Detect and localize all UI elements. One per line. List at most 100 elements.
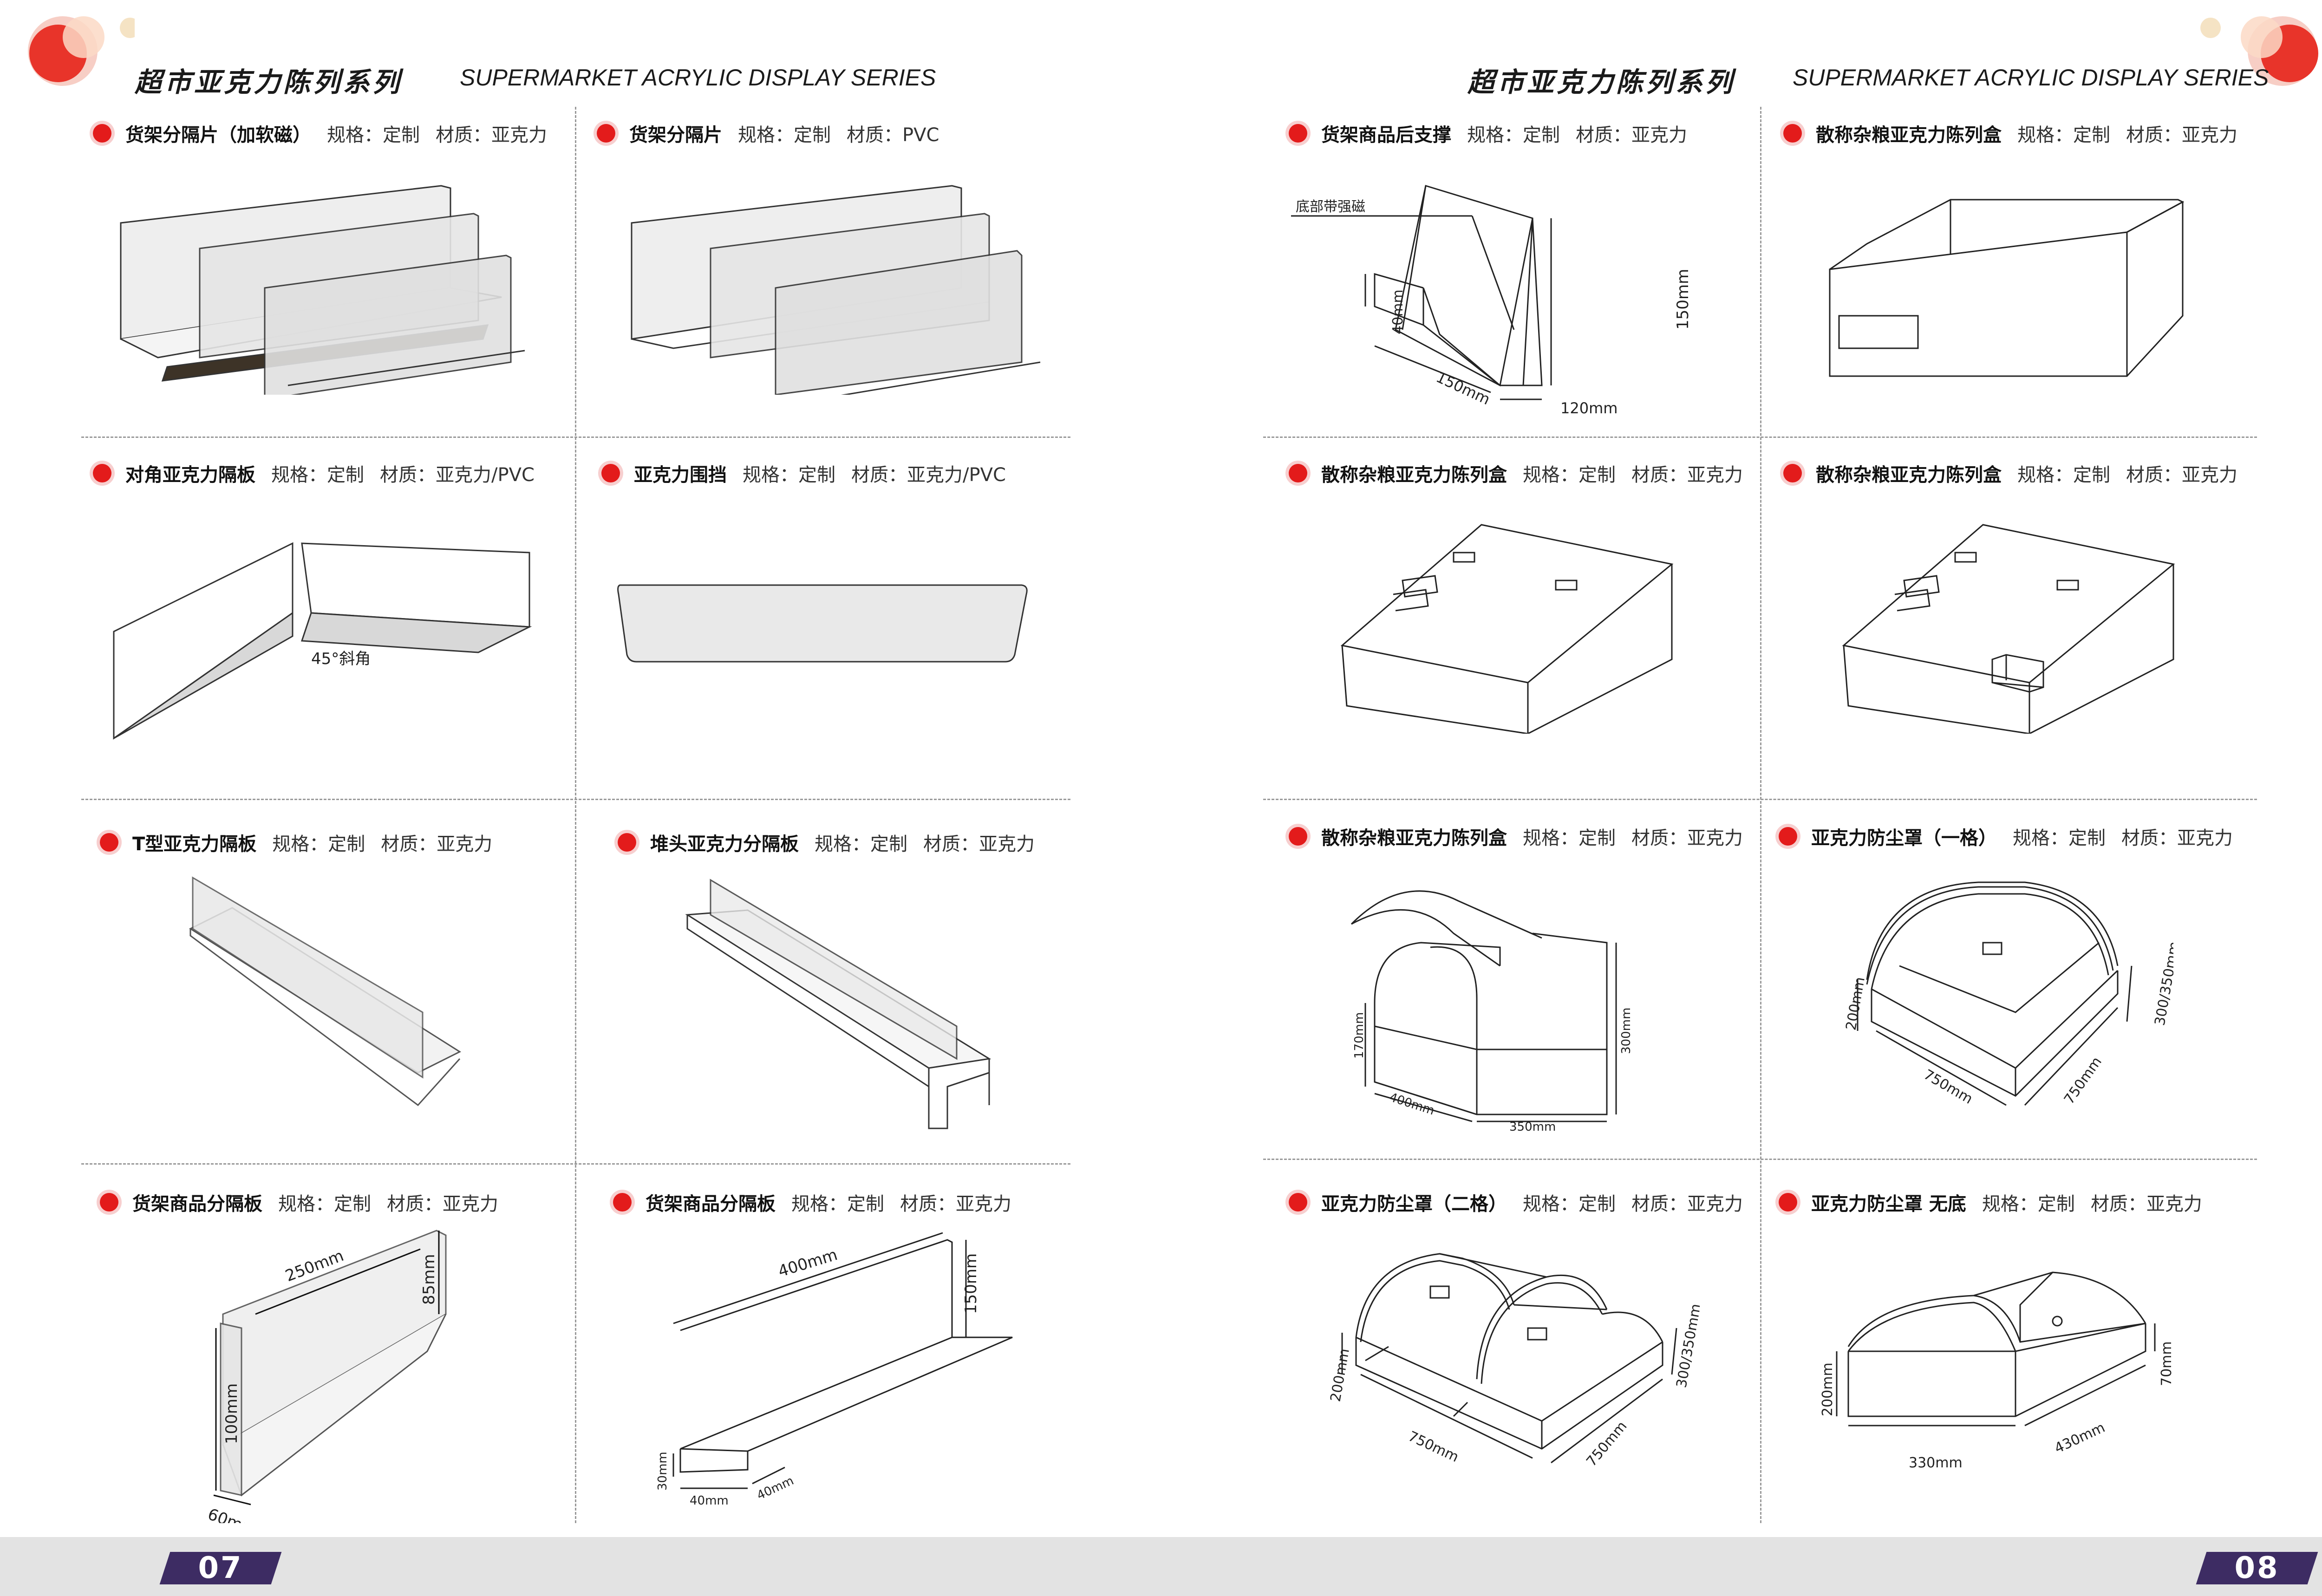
magnet-note-label: 底部带强磁: [1296, 199, 1365, 215]
dim-200-label: 200mm: [1820, 1362, 1836, 1416]
product-name: 对角亚克力隔板: [125, 464, 255, 486]
page-number-left: 07: [159, 1551, 282, 1585]
product-caption: 散称杂粮亚克力陈列盒规格：定制材质：亚克力: [1783, 120, 2237, 147]
product-caption: 货架分隔片规格：定制材质：PVC: [597, 120, 939, 147]
bullet-icon: [618, 833, 636, 852]
page-number-right-text: 08: [2234, 1551, 2280, 1585]
product-material: 材质：亚克力: [923, 834, 1035, 855]
product-name: 亚克力防尘罩（一格）: [1811, 827, 1997, 849]
corner-decoration-right: [2200, 16, 2318, 86]
product-name: 散称杂粮亚克力陈列盒: [1816, 124, 2002, 146]
t-divider-illustration: [189, 876, 462, 1107]
product-spec: 规格：定制: [1523, 464, 1616, 486]
dim-300-350-label: 300/350mm: [1673, 1303, 1700, 1389]
divider-row-2-right: [1263, 799, 2257, 800]
bulk-box-scoop-illustration: [1842, 524, 2175, 734]
header-title-en-left: SUPERMARKET ACRYLIC DISPLAY SERIES: [460, 65, 936, 91]
product-caption: T型亚克力隔板规格：定制材质：亚克力: [100, 829, 492, 856]
product-caption: 对角亚克力隔板规格：定制材质：亚克力/PVC: [93, 460, 535, 487]
product-material: 材质：PVC: [847, 124, 939, 146]
product-caption: 散称杂粮亚克力陈列盒规格：定制材质：亚克力: [1783, 460, 2237, 487]
goods-divider-l-illustration: 250mm 85mm 100mm 60mm: [205, 1230, 447, 1523]
divider-row-1-right: [1263, 436, 2257, 438]
product-material: 材质：亚克力: [2126, 464, 2237, 486]
corner-decoration-left: [28, 16, 135, 86]
shelf-divider-magnet-illustration: [120, 185, 525, 395]
product-material: 材质：亚克力: [387, 1193, 498, 1215]
divider-vertical-left: [575, 107, 576, 1523]
dim-300-350-label: 300/350mm: [2152, 940, 2173, 1027]
product-material: 材质：亚克力: [381, 834, 493, 855]
dim-85-label: 85mm: [420, 1254, 438, 1305]
product-name: 亚克力围挡: [634, 464, 727, 486]
header-title-en-right: SUPERMARKET ACRYLIC DISPLAY SERIES: [1793, 65, 2269, 91]
divider-vertical-right: [1760, 107, 1761, 1523]
divider-row-3-left: [81, 1163, 1070, 1165]
dim-40-label: 40mm: [690, 1494, 729, 1508]
bulk-box-simple-illustration: [1829, 199, 2185, 377]
bullet-icon: [601, 464, 620, 482]
bullet-icon: [613, 1193, 632, 1212]
dim-400-label: 400mm: [776, 1245, 840, 1281]
dim-350-label: 350mm: [1509, 1120, 1556, 1133]
product-spec: 规格：定制: [271, 464, 364, 486]
dim-60-label: 60mm: [205, 1505, 260, 1523]
product-caption: 货架商品分隔板规格：定制材质：亚克力: [100, 1189, 498, 1216]
dim-30-label: 30mm: [656, 1452, 670, 1491]
page-number-right: 08: [2196, 1551, 2318, 1585]
product-name: 货架分隔片（加软磁）: [125, 124, 311, 146]
product-name: 散称杂粮亚克力陈列盒: [1321, 464, 1507, 486]
dim-430-label: 430mm: [2052, 1420, 2108, 1457]
goods-divider-dims-illustration: 400mm 150mm 30mm 40mm 40mm: [656, 1232, 1013, 1508]
product-spec: 规格：定制: [738, 124, 831, 146]
header-title-cn-left: 超市亚克力陈列系列: [135, 66, 403, 98]
product-spec: 规格：定制: [2013, 827, 2106, 849]
product-spec: 规格：定制: [1467, 124, 1560, 146]
product-name: 散称杂粮亚克力陈列盒: [1321, 827, 1507, 849]
bullet-icon: [1779, 1193, 1797, 1212]
bullet-icon: [100, 1193, 118, 1212]
dim-200-label: 200mm: [1328, 1347, 1353, 1403]
product-spec: 规格：定制: [1982, 1193, 2075, 1215]
bullet-icon: [93, 124, 111, 143]
dim-300-label: 300mm: [1619, 1008, 1633, 1054]
product-name: 货架商品分隔板: [646, 1193, 776, 1215]
diagonal-divider-illustration: 45°斜角: [113, 542, 532, 740]
bullet-icon: [1783, 464, 1802, 482]
product-name: 货架商品后支撑: [1321, 124, 1451, 146]
endcap-divider-illustration: [685, 879, 991, 1129]
product-caption: 货架商品后支撑规格：定制材质：亚克力: [1289, 120, 1687, 147]
product-spec: 规格：定制: [1523, 1193, 1616, 1215]
bullet-icon: [597, 124, 615, 143]
bevel-label: 45°斜角: [311, 650, 371, 668]
product-material: 材质：亚克力: [1631, 464, 1743, 486]
back-support-illustration: 底部带强磁 150mm 40mm 150mm 120mm: [1291, 185, 1692, 417]
dim-70-label: 70mm: [2159, 1341, 2175, 1386]
dim-150-label: 150mm: [962, 1253, 980, 1314]
page-number-left-text: 07: [198, 1551, 243, 1585]
bullet-icon: [1289, 1193, 1307, 1212]
product-spec: 规格：定制: [278, 1193, 371, 1215]
dim-330-label: 330mm: [1909, 1455, 1963, 1471]
product-caption: 堆头亚克力分隔板规格：定制材质：亚克力: [618, 829, 1035, 856]
product-spec: 规格：定制: [815, 834, 907, 855]
product-caption: 亚克力防尘罩 无底规格：定制材质：亚克力: [1779, 1189, 2202, 1216]
product-material: 材质：亚克力: [1576, 124, 1687, 146]
dim-200-label: 200mm: [1843, 976, 1868, 1031]
product-material: 材质：亚克力/PVC: [851, 464, 1006, 486]
product-material: 材质：亚克力: [900, 1193, 1011, 1215]
product-name: 亚克力防尘罩 无底: [1811, 1193, 1966, 1215]
product-name: 货架分隔片: [629, 124, 722, 146]
product-name: 堆头亚克力分隔板: [650, 834, 799, 855]
product-material: 材质：亚克力: [436, 124, 547, 146]
product-material: 材质：亚克力: [1631, 1193, 1743, 1215]
dim-150-label: 150mm: [1674, 269, 1692, 330]
dim-750-label: 750mm: [2061, 1054, 2105, 1107]
product-spec: 规格：定制: [743, 464, 835, 486]
product-spec: 规格：定制: [2017, 124, 2110, 146]
product-spec: 规格：定制: [327, 124, 420, 146]
product-name: 亚克力防尘罩（二格）: [1321, 1193, 1507, 1215]
bullet-icon: [93, 464, 111, 482]
bullet-icon: [1289, 464, 1307, 482]
product-material: 材质：亚克力: [2126, 124, 2237, 146]
